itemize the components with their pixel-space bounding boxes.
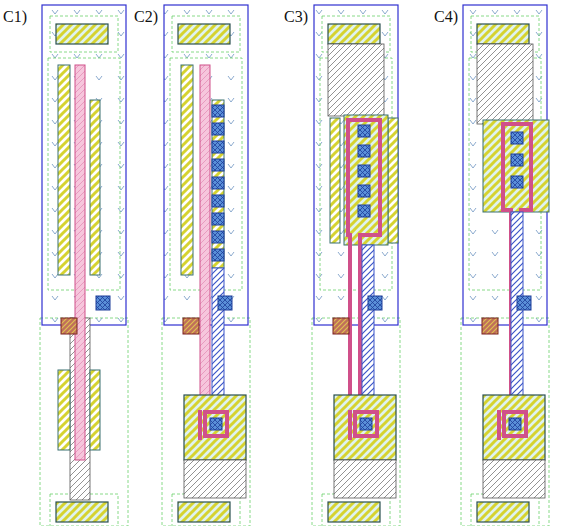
select-outline [322,494,390,526]
contact [358,185,370,197]
diffusion-strip [90,100,100,275]
power-rail [328,24,380,44]
poly-loop [499,410,526,440]
contact [212,105,224,117]
well-tap [517,296,531,310]
diffusion [483,120,549,212]
well-tap [368,296,382,310]
poly-loop [350,410,377,440]
contact [212,159,224,171]
contact [358,125,370,137]
contact [511,154,523,166]
diffusion-strip [58,370,70,450]
diffusion [328,44,384,116]
power-rail [56,502,108,522]
power-rail [477,24,529,44]
contact [212,249,224,261]
contact [212,231,224,243]
contact [360,418,372,430]
diffusion [184,460,246,498]
well-tap [96,296,110,310]
contact [212,195,224,207]
diffusion [477,44,533,124]
layout-cell [40,5,128,526]
contact [358,165,370,177]
diffusion-strip [90,370,100,450]
contact [358,205,370,217]
cell-label: C2) [133,8,159,26]
diffusion [483,460,545,498]
contact [212,141,224,153]
contact [212,123,224,135]
diffusion-strip [181,65,193,275]
diffusion [483,395,545,460]
cell-label: C3) [283,8,309,26]
poly-contact [333,318,349,334]
select-outline [471,494,539,526]
layout-cell [162,5,250,526]
select-outline [312,318,400,526]
well-tap [218,296,232,310]
select-outline [172,16,240,52]
power-rail [328,502,380,522]
diffusion [334,395,396,460]
select-outline [172,494,240,526]
poly-contact [482,318,498,334]
contact [210,418,222,430]
layout-cell [312,5,400,526]
contact [212,213,224,225]
diffusion-strip [58,65,70,275]
poly-loop [200,410,227,440]
power-rail [56,24,108,44]
poly-contact [183,318,199,334]
select-outline [50,16,118,52]
cell-label: C1) [2,8,28,26]
contact [358,145,370,157]
contact [212,177,224,189]
contact [511,176,523,188]
contact [509,418,521,430]
poly-gate [503,124,531,440]
diffusion-strip [388,118,398,243]
diffusion-strip [212,100,224,268]
n-well [314,5,398,325]
cell-label: C4) [433,8,459,26]
power-rail [178,502,230,522]
power-rail [477,502,529,522]
select-outline [461,318,549,526]
layout-cell [461,5,549,526]
diffusion [184,395,246,460]
poly-contact [61,318,77,334]
contact [511,132,523,144]
poly-gate [200,65,210,440]
poly-gate [348,120,380,440]
diffusion-strip [330,118,340,243]
power-rail [178,24,230,44]
diffusion [334,460,396,498]
poly-gate [75,65,85,460]
